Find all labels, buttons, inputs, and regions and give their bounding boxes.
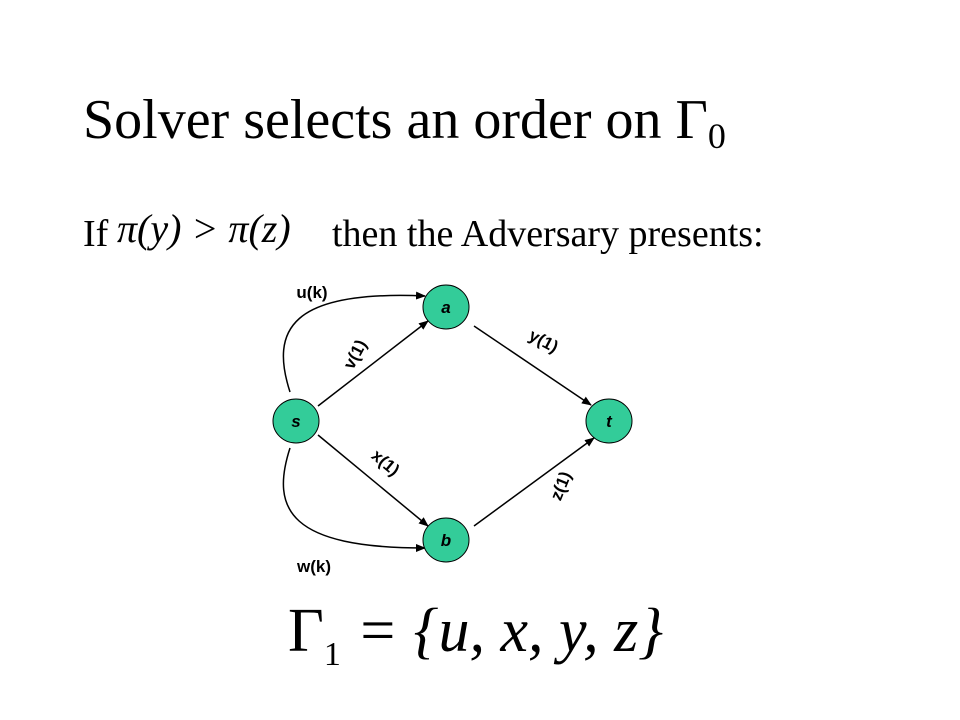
title-text: Solver selects an order on Γ xyxy=(83,89,708,151)
node-t-label: t xyxy=(606,412,613,431)
node-t: t xyxy=(585,398,633,444)
gamma-one-formula: Γ1 = {u, x, y, z} xyxy=(288,600,663,672)
edge-x-label: x(1) xyxy=(368,446,403,480)
edge-u-label: u(k) xyxy=(296,283,327,302)
formula-gamma: Γ xyxy=(288,597,324,665)
edge-w xyxy=(282,447,426,552)
edge-u xyxy=(282,291,426,393)
node-b-label: b xyxy=(441,531,451,550)
edge-v-label: v(1) xyxy=(340,337,371,373)
node-b: b xyxy=(422,517,470,563)
node-s-label: s xyxy=(291,412,300,431)
formula-set: = {u, x, y, z} xyxy=(340,597,664,665)
edge-z-label: z(1) xyxy=(547,469,576,503)
node-a-label: a xyxy=(441,298,450,317)
node-a: a xyxy=(422,284,470,330)
if-word: If xyxy=(83,213,109,255)
edge-z xyxy=(473,437,595,527)
node-s: s xyxy=(272,398,320,444)
condition-formula: π(y) > π(z) xyxy=(117,206,291,251)
slide-title: Solver selects an order on Γ0 xyxy=(83,92,726,154)
edge-w-label: w(k) xyxy=(296,557,331,576)
edge-y-label: y(1) xyxy=(526,326,562,357)
edge-y xyxy=(473,325,592,406)
title-subscript: 0 xyxy=(707,116,726,156)
edge-v xyxy=(317,320,429,407)
edge-x xyxy=(317,434,429,527)
formula-subscript: 1 xyxy=(323,636,341,673)
then-text: then the Adversary presents: xyxy=(332,213,764,255)
